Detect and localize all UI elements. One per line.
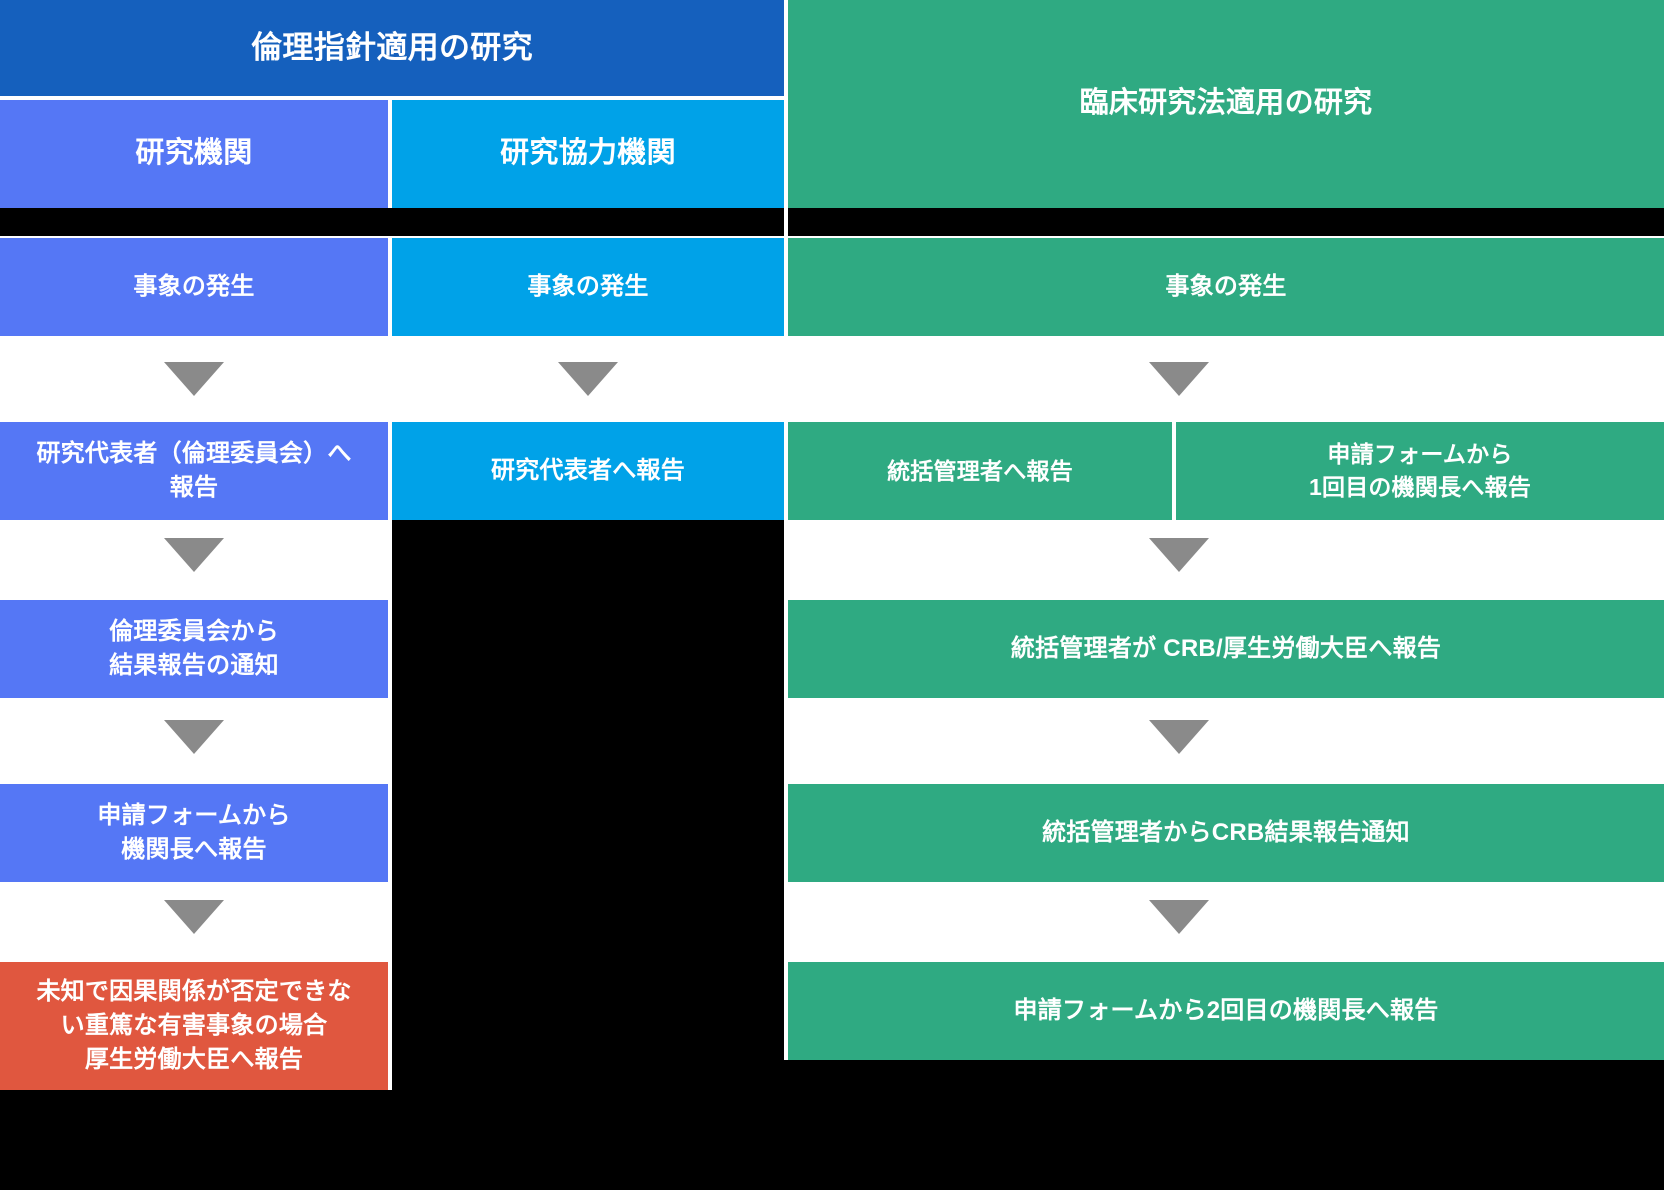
step-institution-5-ministry-report: 未知で因果関係が否定できな い重篤な有害事象の場合 厚生労働大臣へ報告 [0, 962, 388, 1090]
down-arrow-icon [164, 538, 224, 572]
down-arrow-icon [1149, 362, 1209, 396]
step-clinical-2b: 申請フォームから 1回目の機関長へ報告 [1176, 422, 1664, 520]
step-institution-4: 申請フォームから 機関長へ報告 [0, 784, 388, 882]
step-cooperating-2: 研究代表者へ報告 [392, 422, 784, 520]
step-institution-1: 事象の発生 [0, 238, 388, 336]
step-clinical-4: 統括管理者からCRB結果報告通知 [788, 784, 1664, 882]
header-left-group-title: 倫理指針適用の研究 [0, 0, 784, 96]
blackout-middle-column [392, 520, 784, 1190]
blackout-band-top-left [0, 208, 784, 236]
blackout-bottom-left [0, 1090, 392, 1190]
down-arrow-icon [1149, 900, 1209, 934]
step-clinical-1: 事象の発生 [788, 238, 1664, 336]
step-institution-3: 倫理委員会から 結果報告の通知 [0, 600, 388, 698]
blackout-bottom-right [784, 1060, 1664, 1190]
down-arrow-icon [1149, 538, 1209, 572]
header-column-cooperating-institution: 研究協力機関 [392, 100, 784, 208]
blackout-band-top-right [788, 208, 1664, 236]
down-arrow-icon [164, 362, 224, 396]
down-arrow-icon [1149, 720, 1209, 754]
step-institution-2: 研究代表者（倫理委員会）へ 報告 [0, 422, 388, 520]
header-right-group-title: 臨床研究法適用の研究 [788, 0, 1664, 208]
down-arrow-icon [164, 720, 224, 754]
step-clinical-2a: 統括管理者へ報告 [788, 422, 1172, 520]
step-clinical-5: 申請フォームから2回目の機関長へ報告 [788, 962, 1664, 1060]
down-arrow-icon [164, 900, 224, 934]
step-clinical-3: 統括管理者が CRB/厚生労働大臣へ報告 [788, 600, 1664, 698]
step-cooperating-1: 事象の発生 [392, 238, 784, 336]
down-arrow-icon [558, 362, 618, 396]
header-column-research-institution: 研究機関 [0, 100, 388, 208]
